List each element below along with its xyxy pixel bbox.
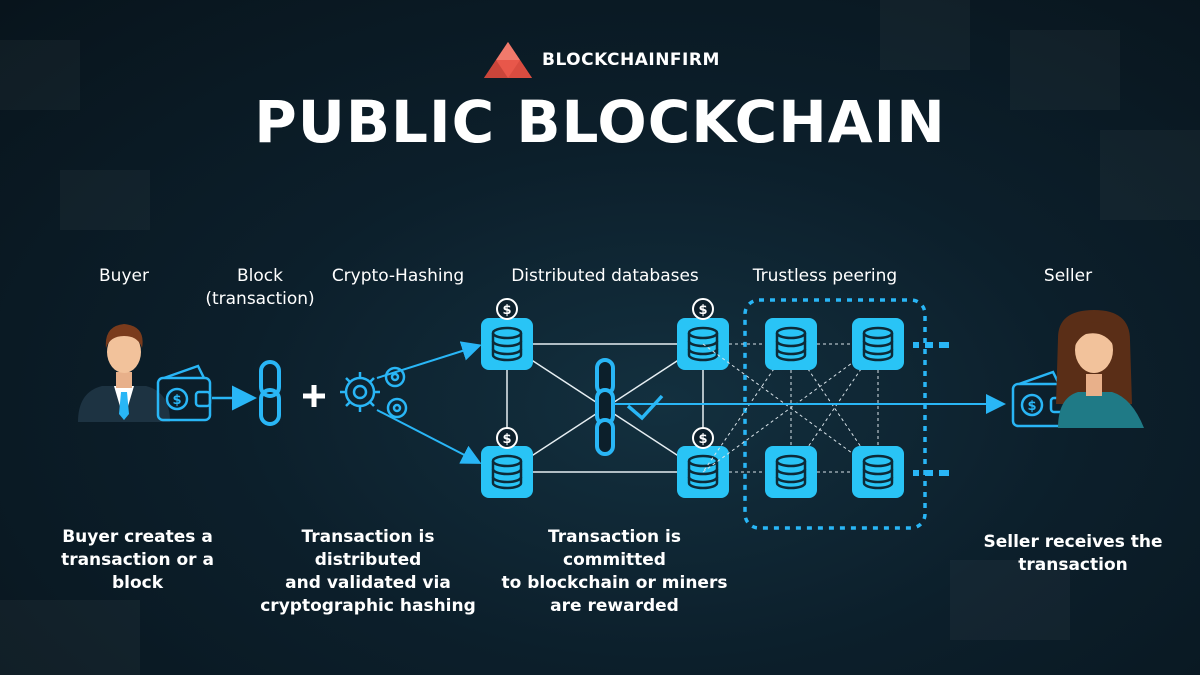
stage-sublabel-block: (transaction)	[205, 289, 315, 309]
caption-seller: Seller receives the transaction	[978, 531, 1168, 577]
caption-line: and validated via	[285, 573, 451, 593]
database-icon	[479, 316, 535, 372]
caption-line: are rewarded	[550, 596, 679, 616]
stage-label-hashing: Crypto-Hashing	[331, 266, 465, 286]
database-icon	[479, 444, 535, 500]
page-title: PUBLIC BLOCKCHAIN	[254, 88, 946, 156]
wallet-icon	[156, 364, 212, 422]
caption-buyer: Buyer creates a transaction or a block	[55, 526, 220, 595]
dollar-coin-icon	[496, 298, 518, 320]
database-icon	[763, 444, 819, 500]
caption-line: transaction or a	[61, 550, 214, 570]
businessman-avatar-icon	[78, 324, 170, 422]
dollar-coin-icon	[692, 427, 714, 449]
brand-logo: BLOCKCHAINFIRM	[482, 40, 720, 80]
svg-text:$: $	[1027, 399, 1036, 414]
database-icon	[850, 444, 906, 500]
caption-hashing: Transaction is distributed and validated…	[248, 526, 488, 618]
more-nodes-icon	[913, 342, 949, 476]
caption-line: cryptographic hashing	[260, 596, 476, 616]
woman-avatar-icon	[1056, 310, 1144, 428]
caption-line: Seller receives the	[983, 532, 1163, 552]
stage-label-peering: Trustless peering	[752, 266, 898, 286]
caption-line: Buyer creates a	[62, 527, 213, 547]
database-icon	[850, 316, 906, 372]
svg-text:$: $	[172, 393, 181, 408]
caption-line: Transaction is distributed	[301, 527, 435, 570]
caption-line: transaction	[1018, 555, 1128, 575]
gears-icon	[340, 366, 408, 419]
plus-icon	[303, 385, 325, 407]
caption-databases: Transaction is committed to blockchain o…	[497, 526, 732, 618]
stage-label-seller: Seller	[1043, 266, 1093, 286]
caption-line: Transaction is committed	[548, 527, 681, 570]
database-icon	[763, 316, 819, 372]
checkmark-icon	[626, 394, 664, 421]
dollar-coin-icon	[692, 298, 714, 320]
chain-link-icon	[595, 358, 615, 456]
stage-label-buyer: Buyer	[99, 266, 149, 286]
stage-label-block: Block	[237, 266, 283, 286]
brand-logo-icon	[484, 42, 532, 78]
stage-label-databases: Distributed databases	[511, 266, 699, 286]
dollar-coin-icon	[496, 427, 518, 449]
brand-name: BLOCKCHAINFIRM	[542, 50, 720, 70]
chain-link-icon	[259, 360, 281, 426]
caption-line: to blockchain or miners	[501, 573, 728, 593]
caption-line: block	[111, 573, 164, 593]
